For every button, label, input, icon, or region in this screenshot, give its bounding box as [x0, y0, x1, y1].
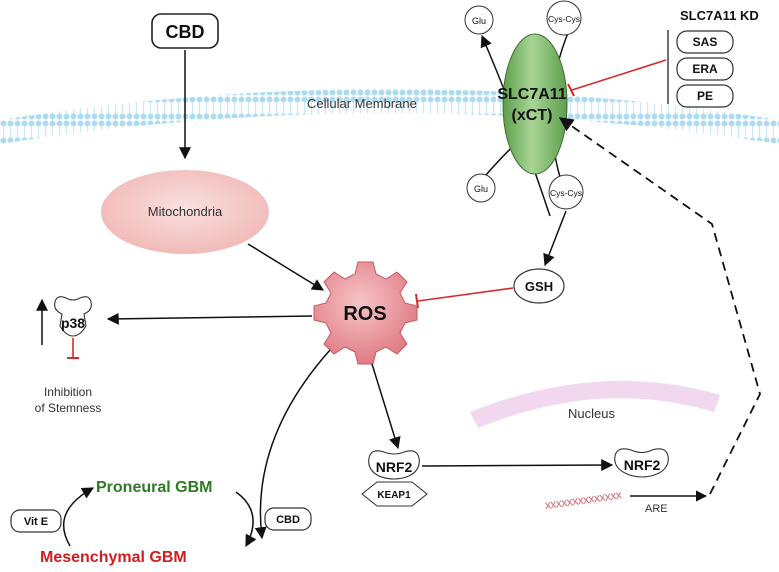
arrow-ros-to-p38: [106, 312, 313, 325]
glu-top-node: [464, 5, 494, 35]
mitochondria: [101, 170, 269, 254]
are-label: ARE: [645, 503, 668, 515]
cys-top-node: [546, 0, 582, 36]
proneural-gbm: Proneural GBM: [96, 479, 212, 496]
p38-protein: [54, 296, 92, 337]
cbd-top-label: CBD: [166, 22, 205, 42]
kd-item-sas: SAS: [693, 35, 718, 49]
gsh-node: [513, 268, 565, 304]
are-dna: xxxxxxxxxxxxxx: [544, 487, 623, 512]
cbd-cycle-label: CBD: [276, 514, 300, 526]
are-feedback-dashed-line: [558, 117, 761, 495]
kd-item-sas-box: [676, 30, 734, 54]
nuclear-membrane: [470, 380, 720, 428]
arrow-ros-to-nrf2: [371, 363, 401, 450]
kd-inhibition-line: [571, 59, 667, 91]
slc7a11-transporter: [502, 33, 568, 175]
arrow-cys-to-gsh: [543, 210, 567, 267]
glu-bottom-label: Glu: [474, 184, 488, 194]
ros-label: ROS: [343, 303, 386, 325]
kd-item-pe: PE: [697, 89, 713, 103]
slc7a11-label: SLC7A11: [497, 86, 566, 103]
arrow-pro-to-mes: [235, 491, 257, 548]
kd-inhibition-bar: [567, 83, 575, 97]
gsh-inhibits-ros-bar: [415, 293, 419, 309]
glu-top-label: Glu: [472, 16, 486, 26]
gsh-inhibits-ros-line: [417, 287, 514, 302]
arrow-mitochondria-to-ros: [247, 243, 325, 291]
cellular-membrane: [0, 89, 779, 144]
vit-e-label: Vit E: [24, 516, 48, 528]
nrf2-cyto-label: NRF2: [376, 459, 413, 475]
nrf2-nucleus-protein: [614, 448, 669, 478]
arrow-mes-to-pro: [62, 487, 95, 547]
cys-top-label: Cys-Cys: [548, 14, 580, 24]
inhibition-line1: Inhibition: [44, 385, 92, 399]
cys-bottom-label: Cys-Cys: [550, 188, 582, 198]
p38-label: p38: [61, 315, 85, 331]
nucleus-label: Nucleus: [568, 406, 615, 421]
gsh-label: GSH: [525, 279, 553, 294]
nrf2-cyto-protein: [368, 450, 420, 480]
membrane-label: Cellular Membrane: [307, 96, 417, 111]
keap1-protein: [361, 481, 428, 507]
mitochondria-label: Mitochondria: [148, 204, 223, 219]
vit-e-box: [10, 509, 62, 533]
ros-gear: [313, 261, 418, 365]
cbd-top-box: [151, 13, 219, 49]
keap1-label: KEAP1: [377, 490, 411, 501]
kd-item-era: ERA: [692, 62, 718, 76]
nrf2-nucleus-label: NRF2: [624, 457, 661, 473]
mesenchymal-gbm: Mesenchymal GBM: [40, 549, 187, 566]
glu-bottom-node: [466, 173, 496, 203]
kd-item-pe-box: [676, 84, 734, 108]
arrow-nrf2-to-nucleus: [421, 459, 614, 472]
kd-item-era-box: [676, 57, 734, 81]
xct-label: (xCT): [512, 107, 553, 124]
arrow-ros-to-gbm: [254, 349, 331, 540]
kd-title: SLC7A11 KD: [680, 8, 759, 23]
cys-bottom-node: [548, 174, 584, 210]
inhibition-line2: of Stemness: [35, 401, 102, 415]
cbd-cycle-box: [264, 507, 312, 531]
